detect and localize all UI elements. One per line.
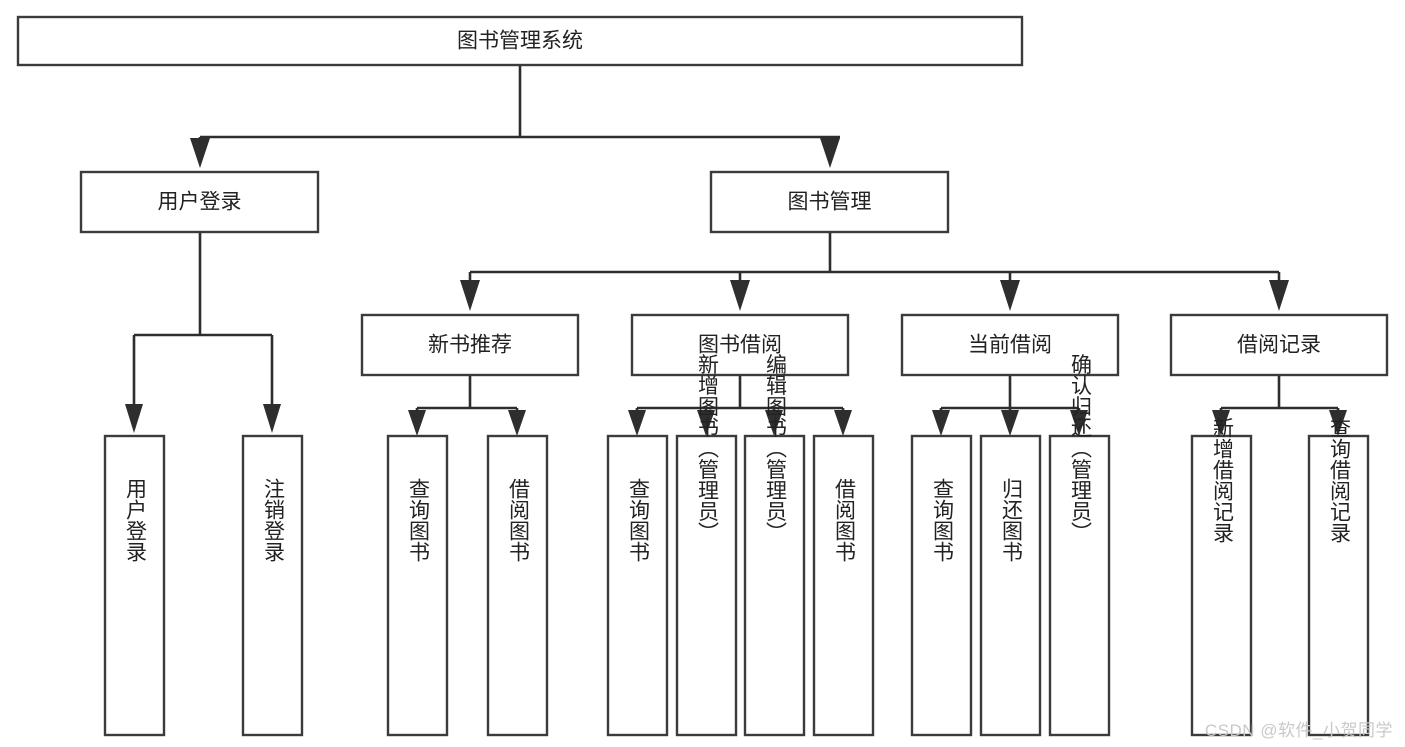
node-leaf-new-book-borrow[interactable]: 借阅图书 (486, 434, 549, 737)
arrow-root-to-book-manage (820, 138, 840, 168)
node-leaf-record-query-box (1307, 434, 1370, 737)
node-leaf-new-book-query-label: 查询图书 (407, 478, 431, 562)
node-leaf-user-login-signout-box (241, 434, 304, 737)
node-leaf-borrow-borrow-book[interactable]: 借阅图书 (812, 434, 875, 737)
node-leaf-current-query-box (910, 434, 973, 737)
node-leaf-current-query-label: 查询图书 (931, 478, 955, 562)
arrow-book-manage-to-current-borrow (1000, 280, 1020, 311)
node-borrow-record-box (1169, 313, 1389, 377)
connector-group-new-book-recommend (408, 375, 526, 436)
node-leaf-current-return-label: 归还图书 (1000, 478, 1024, 562)
node-current-borrow-box (900, 313, 1120, 377)
node-new-book-recommend[interactable]: 新书推荐 (360, 313, 580, 377)
node-leaf-record-add[interactable]: 新增借阅记录 (1190, 417, 1253, 737)
arrow-borrow-record-leaf-1 (1212, 410, 1230, 436)
arrow-current-borrow-leaf-3 (1070, 410, 1088, 436)
node-book-manage-label: 图书管理 (788, 191, 872, 214)
node-leaf-current-return-box (979, 434, 1042, 737)
node-leaf-new-book-query[interactable]: 查询图书 (386, 434, 449, 737)
node-book-borrow[interactable]: 图书借阅 (630, 313, 850, 377)
node-leaf-user-login-signin-box (103, 434, 166, 737)
node-leaf-borrow-add-book-label: 新增图书（管理员） (696, 354, 720, 543)
node-borrow-record-label: 借阅记录 (1237, 334, 1321, 357)
node-leaf-user-login-signin[interactable]: 用户登录 (103, 434, 166, 737)
arrow-book-manage-to-new-book (460, 280, 480, 311)
arrow-book-manage-to-borrow-record (1269, 280, 1289, 311)
node-leaf-new-book-borrow-label: 借阅图书 (507, 478, 531, 562)
connector-group-user-login (125, 232, 281, 433)
arrow-user-login-leaf-2 (263, 404, 281, 433)
node-leaf-borrow-edit-book[interactable]: 编辑图书（管理员） (743, 354, 806, 737)
node-book-borrow-box (630, 313, 850, 377)
node-leaf-new-book-borrow-box (486, 434, 549, 737)
node-leaf-borrow-query-label: 查询图书 (627, 478, 651, 562)
node-leaf-borrow-borrow-book-box (812, 434, 875, 737)
node-root-system-label: 图书管理系统 (457, 30, 583, 53)
node-book-manage[interactable]: 图书管理 (709, 170, 950, 234)
node-current-borrow[interactable]: 当前借阅 (900, 313, 1120, 377)
arrow-book-borrow-leaf-4 (834, 410, 852, 436)
node-leaf-borrow-query-box (606, 434, 669, 737)
node-new-book-recommend-label: 新书推荐 (428, 334, 512, 357)
connector-group-book-borrow (628, 375, 852, 436)
node-user-login-box (79, 170, 320, 234)
node-leaf-current-query[interactable]: 查询图书 (910, 434, 973, 737)
connector-group-root (190, 65, 840, 168)
node-leaf-borrow-edit-book-label: 编辑图书（管理员） (764, 354, 788, 543)
node-leaf-record-add-box (1190, 434, 1253, 737)
node-leaf-current-confirm-return-label: 确认归还（管理员） (1069, 354, 1093, 543)
node-leaf-record-add-label: 新增借阅记录 (1211, 417, 1235, 543)
connector-group-borrow-record (1212, 375, 1347, 436)
arrow-borrow-record-leaf-2 (1329, 410, 1347, 436)
node-new-book-recommend-box (360, 313, 580, 377)
arrow-root-to-user-login (190, 138, 210, 168)
node-leaf-record-query[interactable]: 查询借阅记录 (1307, 417, 1370, 737)
node-leaf-new-book-query-box (386, 434, 449, 737)
node-root-system[interactable]: 图书管理系统 (16, 15, 1024, 67)
node-leaf-record-query-label: 查询借阅记录 (1328, 417, 1352, 543)
arrow-book-borrow-leaf-2 (697, 410, 715, 436)
node-leaf-borrow-query[interactable]: 查询图书 (606, 434, 669, 737)
node-book-manage-box (709, 170, 950, 234)
arrow-book-borrow-leaf-3 (765, 410, 783, 436)
arrow-book-borrow-leaf-1 (628, 410, 646, 436)
arrow-current-borrow-leaf-2 (1001, 410, 1019, 436)
node-user-login-label: 用户登录 (158, 191, 242, 214)
node-leaf-borrow-edit-book-box (743, 434, 806, 737)
node-leaf-borrow-borrow-book-label: 借阅图书 (833, 478, 857, 562)
arrow-book-manage-to-book-borrow (730, 280, 750, 311)
node-leaf-borrow-add-book-box (675, 434, 738, 737)
node-leaf-user-login-signout-label: 注销登录 (262, 478, 286, 562)
connector-group-current-borrow (932, 375, 1088, 436)
node-leaf-current-return[interactable]: 归还图书 (979, 434, 1042, 737)
node-leaf-current-confirm-return-box (1048, 434, 1111, 737)
node-borrow-record[interactable]: 借阅记录 (1169, 313, 1389, 377)
arrow-new-book-leaf-1 (408, 410, 426, 436)
node-current-borrow-label: 当前借阅 (968, 334, 1052, 357)
arrow-current-borrow-leaf-1 (932, 410, 950, 436)
node-book-borrow-label: 图书借阅 (698, 334, 782, 357)
arrow-new-book-leaf-2 (508, 410, 526, 436)
connector-group-book-manage (460, 232, 1289, 311)
arrow-user-login-leaf-1 (125, 404, 143, 433)
node-user-login[interactable]: 用户登录 (79, 170, 320, 234)
node-leaf-borrow-add-book[interactable]: 新增图书（管理员） (675, 354, 738, 737)
node-root-system-box (16, 15, 1024, 67)
node-leaf-user-login-signout[interactable]: 注销登录 (241, 434, 304, 737)
node-leaf-user-login-signin-label: 用户登录 (124, 478, 148, 562)
node-leaf-current-confirm-return[interactable]: 确认归还（管理员） (1048, 354, 1111, 737)
